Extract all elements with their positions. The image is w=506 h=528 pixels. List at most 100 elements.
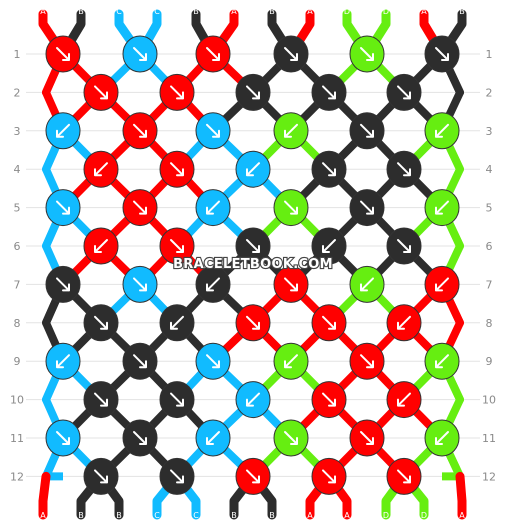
arrow-down-right-icon: [170, 469, 184, 484]
knot: [45, 342, 81, 380]
knot: [83, 304, 119, 342]
bottom-string-label: D: [421, 511, 427, 520]
arrow-down-right-icon: [56, 277, 70, 292]
top-string-label: D: [344, 7, 350, 16]
knot: [311, 457, 347, 495]
top-string-label: B: [78, 7, 84, 16]
top-string-label: A: [421, 7, 427, 16]
arrow-down-left-icon: [56, 123, 70, 138]
arrow-down-left-icon: [246, 392, 260, 407]
knot: [235, 304, 271, 342]
arrow-down-right-icon: [246, 239, 260, 253]
knot: [159, 73, 195, 111]
arrow-down-right-icon: [56, 431, 70, 445]
arrow-down-right-icon: [206, 354, 220, 369]
knot: [83, 73, 119, 111]
knot: [386, 304, 422, 342]
row-number-left: 4: [14, 163, 21, 176]
arrow-down-left-icon: [206, 431, 220, 445]
bottom-string: [455, 471, 467, 520]
knot: [83, 227, 119, 265]
arrow-down-left-icon: [435, 200, 449, 215]
bottom-string-label: A: [40, 511, 46, 520]
knot: [45, 189, 81, 227]
top-string-label: B: [269, 7, 275, 16]
bottom-string-label: B: [231, 511, 237, 520]
arrow-down-right-icon: [206, 47, 220, 61]
knot: [235, 73, 271, 111]
knot: [45, 265, 81, 303]
knot: [311, 227, 347, 265]
bottom-string-label: A: [307, 511, 313, 520]
arrow-down-left-icon: [206, 277, 220, 292]
knot: [424, 112, 460, 150]
arrow-down-right-icon: [246, 469, 260, 484]
row-number-left: 2: [14, 86, 21, 99]
row-number-left: 6: [14, 240, 21, 253]
knot: [386, 73, 422, 111]
row-number-right: 1: [486, 48, 493, 61]
arrow-down-right-icon: [170, 162, 184, 177]
knot: [424, 342, 460, 380]
bottom-string-label: A: [459, 511, 465, 520]
arrow-down-right-icon: [284, 47, 298, 61]
arrow-down-right-icon: [133, 354, 147, 369]
top-string-label: C: [116, 7, 122, 16]
arrow-down-right-icon: [397, 162, 411, 177]
arrow-down-right-icon: [56, 200, 70, 215]
knot: [83, 150, 119, 188]
knot: [195, 112, 231, 150]
arrow-down-right-icon: [322, 392, 336, 407]
arrow-down-right-icon: [133, 123, 147, 138]
top-string-label: B: [193, 7, 199, 16]
arrow-down-right-icon: [94, 469, 108, 484]
knot: [195, 265, 231, 303]
knot: [83, 381, 119, 419]
knot: [386, 457, 422, 495]
row-number-left: 5: [14, 202, 21, 215]
knot: [235, 150, 271, 188]
knot: [83, 457, 119, 495]
knot: [195, 342, 231, 380]
knot: [45, 35, 81, 73]
knot: [273, 342, 309, 380]
row-number-right: 12: [482, 470, 496, 483]
knot: [386, 227, 422, 265]
arrow-down-left-icon: [246, 162, 260, 177]
arrow-down-right-icon: [284, 200, 298, 215]
knot: [386, 381, 422, 419]
knot: [273, 35, 309, 73]
top-string-label: B: [459, 7, 465, 16]
arrow-down-left-icon: [284, 354, 298, 369]
knot: [195, 189, 231, 227]
knot: [235, 227, 271, 265]
arrow-down-right-icon: [360, 123, 374, 138]
arrow-down-right-icon: [56, 47, 70, 61]
bottom-string: [38, 471, 51, 520]
bottom-string-label: B: [116, 511, 122, 520]
bottom-string-label: C: [193, 511, 199, 520]
knot: [349, 265, 385, 303]
knot: [159, 457, 195, 495]
knot: [122, 35, 158, 73]
arrow-down-right-icon: [206, 123, 220, 138]
knot: [45, 419, 81, 457]
arrow-down-left-icon: [435, 354, 449, 369]
arrow-down-right-icon: [133, 47, 147, 61]
arrow-down-right-icon: [94, 315, 108, 330]
arrow-down-right-icon: [322, 315, 336, 330]
bottom-string-label: C: [154, 511, 160, 520]
arrow-down-right-icon: [360, 354, 374, 369]
arrow-down-right-icon: [170, 392, 184, 407]
arrow-down-right-icon: [397, 469, 411, 484]
knot: [349, 35, 385, 73]
arrow-down-right-icon: [170, 85, 184, 100]
arrow-down-right-icon: [360, 47, 374, 61]
knot: [45, 112, 81, 150]
knot-grid: [45, 35, 460, 495]
knot: [122, 342, 158, 380]
row-number-right: 8: [486, 317, 493, 330]
knot: [311, 73, 347, 111]
row-number-right: 6: [486, 240, 493, 253]
